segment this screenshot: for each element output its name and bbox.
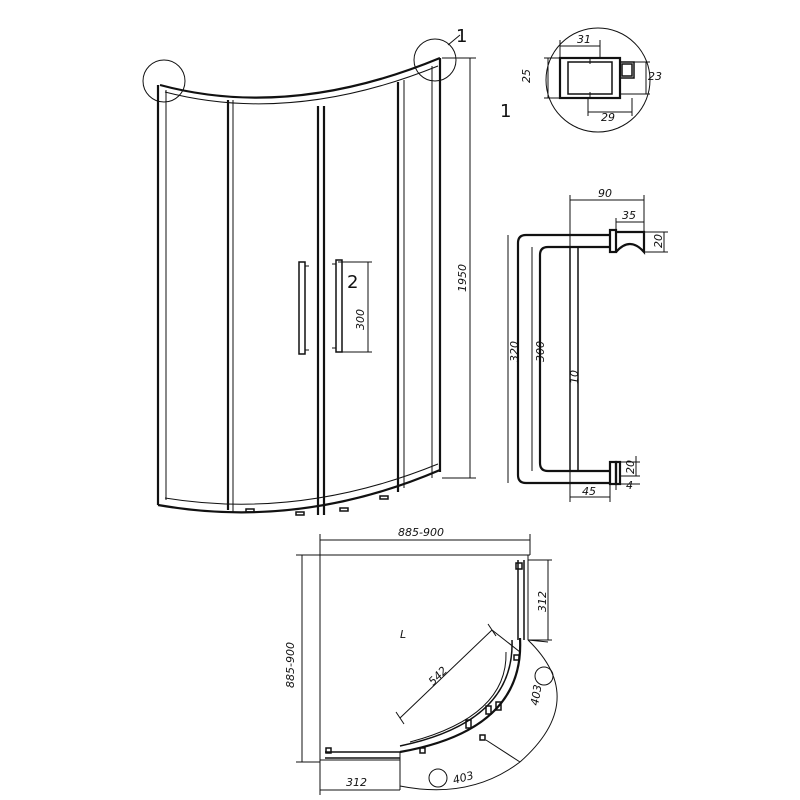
handle-depth-dim: 90: [598, 187, 612, 200]
arc-mark-right: [534, 666, 554, 686]
arc-door-bottom-dim: 403: [451, 769, 475, 787]
fixed-panel-bottom-dim: 312: [346, 776, 367, 789]
handle-grip-dim: 300: [534, 341, 547, 362]
handle-total-dim: 320: [508, 341, 521, 362]
handle-base-dim: 45: [582, 485, 596, 498]
plan-width-dim: 885-900: [398, 526, 444, 539]
profile-top-dim: 31: [577, 33, 591, 46]
profile-bottom-dim: 29: [601, 111, 615, 124]
handle-right-icon: [335, 259, 343, 353]
bracket-thick-dim: 4: [626, 479, 633, 492]
detail-1-label: 1: [500, 101, 511, 122]
detail-circle-right: [413, 38, 457, 82]
detail-circle-left: [142, 59, 186, 103]
profile-detail: 1 31 25 23 29: [500, 27, 662, 133]
handle-left-icon: [298, 261, 306, 355]
callout-2-label: 2: [347, 272, 358, 293]
arc-mark-bottom: [428, 768, 448, 788]
front-elevation: 1 2 300 1950: [142, 26, 476, 516]
callout-1-label: 1: [456, 26, 467, 47]
bracket-top-dim: 20: [652, 234, 665, 248]
profile-right-dim: 23: [648, 70, 662, 83]
fixed-panel-side-dim: 312: [536, 591, 549, 612]
handle-diam-dim: 10: [568, 370, 581, 384]
entry-opening-dim: 542: [426, 664, 450, 688]
corner-marker: L: [400, 628, 406, 641]
height-dim: 1950: [456, 264, 469, 292]
plan-view: 403 403 542 885-900 885-900 312 312 L: [284, 526, 558, 795]
handle-detail: 90 35 20 20 45 4 320 300 10: [507, 187, 668, 502]
handle-bracket-dim: 35: [622, 209, 636, 222]
handle-length-dim: 300: [354, 309, 367, 330]
bracket-bottom-dim: 20: [624, 460, 637, 474]
plan-depth-dim: 885-900: [284, 642, 297, 688]
profile-left-dim: 25: [520, 69, 533, 83]
arc-door-right-dim: 403: [528, 684, 544, 707]
